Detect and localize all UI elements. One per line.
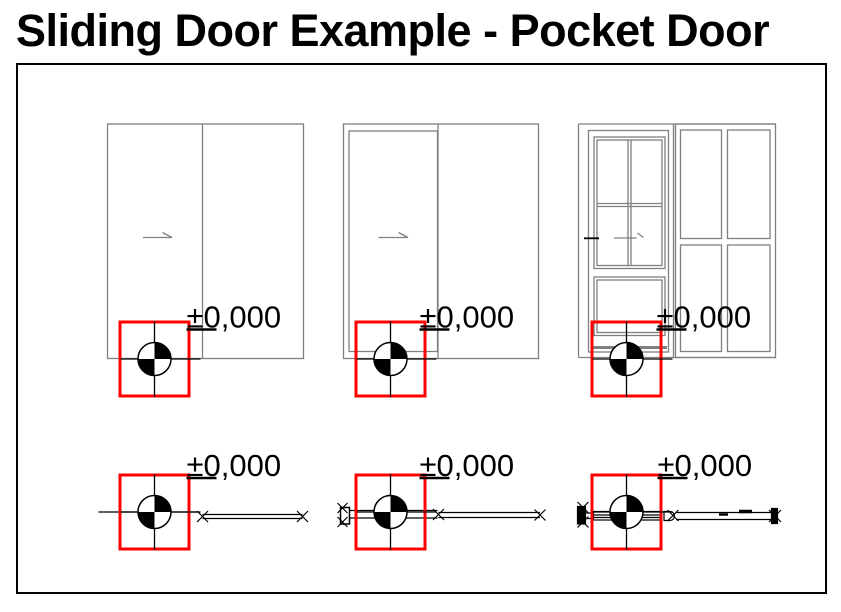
x-jamb-mark — [432, 508, 445, 521]
slide-direction-arrow-icon — [143, 231, 173, 239]
track-lines — [202, 513, 303, 520]
plan-view-3 — [576, 501, 782, 528]
track-lines — [438, 511, 540, 519]
plan-view-2 — [337, 502, 546, 528]
origin-marker — [118, 472, 202, 552]
slide-direction-arrow-icon — [614, 232, 644, 239]
x-end-mark — [534, 509, 546, 521]
origin-marker — [590, 472, 674, 552]
track-lines — [676, 511, 772, 521]
drawing-title: Sliding Door Example - Pocket Door — [16, 5, 769, 56]
x-end-mark — [577, 501, 589, 528]
x-end-mark — [337, 502, 348, 528]
level-marker-underlines — [186, 328, 688, 480]
elevation-view-1 — [106, 123, 305, 360]
origin-marker — [354, 472, 438, 552]
slide-direction-arrow-icon — [378, 231, 409, 239]
x-end-mark — [296, 510, 309, 523]
x-end-mark — [196, 510, 209, 523]
x-end-mark — [768, 509, 782, 523]
plan-view-1 — [98, 510, 309, 523]
